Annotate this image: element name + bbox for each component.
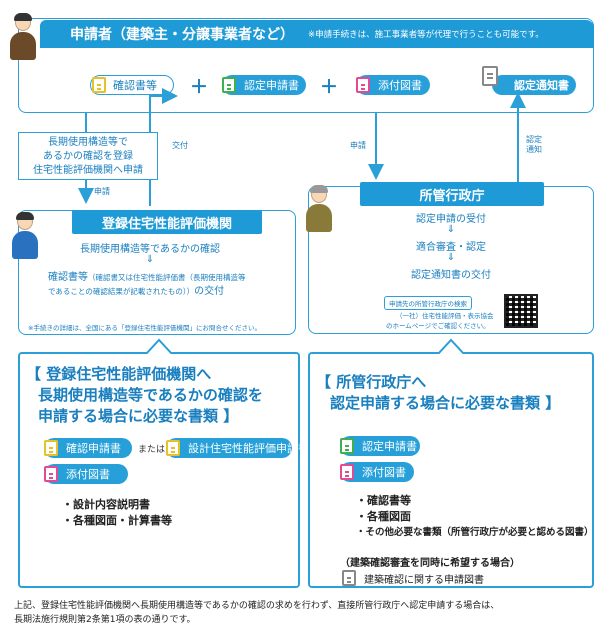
doc-confirm-pill: 確認書等 <box>90 75 174 95</box>
agency-line-1: 長期使用構造等であるかの確認 <box>80 244 220 255</box>
left-req-pill-2-icon <box>166 440 180 456</box>
gov-step-2: 適合審査・認定 <box>416 242 486 253</box>
agency-note: ※手続きの詳細は、全国にある「登録住宅性能評価機関」にお問合せください。 <box>28 324 261 332</box>
agency-title: 登録住宅性能評価機関 <box>101 216 232 232</box>
gov-step-3: 認定通知書の交付 <box>411 270 491 281</box>
gov-header-bar: 所管行政庁 <box>360 182 544 206</box>
left-req-notch <box>145 338 173 354</box>
footer-line-2: 長期法施行規則第2条第1項の表の通りです。 <box>14 615 196 625</box>
agency-person-icon <box>10 212 40 259</box>
right-req-pill-2: 添付図書 <box>340 462 414 482</box>
applicant-person-icon <box>8 13 38 60</box>
right-req-sub-item: 建築確認に関する申請図書 <box>364 575 484 586</box>
gov-arrow-2: ⇓ <box>446 252 456 263</box>
right-req-item-1: ・確認書等 <box>356 494 411 507</box>
doc-confirm-icon <box>92 77 106 93</box>
right-req-item-2: ・各種図面 <box>356 510 411 523</box>
right-req-headline: 【 所管行政庁へ 認定申請する場合に必要な書類 】 <box>316 373 561 412</box>
left-req-pill-1-icon <box>44 440 58 456</box>
doc-tsuchi-icon <box>482 66 498 86</box>
doc-tenpu-icon <box>356 77 370 93</box>
left-flow-line-3: 住宅性能評価機関へ申請 <box>33 165 143 176</box>
doc-nintei-pill: 認定申請書 <box>222 75 306 95</box>
mid-shinsei-label: 申請 <box>350 141 366 150</box>
right-req-item-3: ・その他必要な書類（所管行政庁が必要と認める図書） <box>356 527 594 538</box>
right-req-pill-2-icon <box>340 464 354 480</box>
gov-search-link[interactable]: 申請先の所管行政庁の検索 <box>384 296 472 310</box>
right-req-notch <box>437 338 465 354</box>
left-flow-box: 長期使用構造等で あるかの確認を登録 住宅性能評価機関へ申請 <box>18 132 158 180</box>
nintei-tsuchi-label: 認定 通知 <box>526 135 542 154</box>
left-req-item-1: ・設計内容説明書 <box>62 498 150 511</box>
qr-code-icon[interactable] <box>504 294 538 328</box>
gov-arrow-1: ⇓ <box>446 224 456 235</box>
doc-tsuchi-pill: 認定通知書 <box>492 75 576 95</box>
left-req-pill-2: 設計住宅性能評価申請書 <box>166 438 309 458</box>
agency-line-2-main: 確認書等 <box>48 272 88 283</box>
agency-line-3-paren: であることの確認結果が記載されたもの）） <box>48 287 195 296</box>
right-req-sub-icon <box>342 570 356 586</box>
left-flow-line-1: 長期使用構造等で <box>48 137 128 148</box>
right-req-sub-heading: （建築確認審査を同時に希望する場合） <box>340 558 520 569</box>
gov-search-note-2: のホームページでご確認ください。 <box>386 322 490 330</box>
left-req-headline: 【 登録住宅性能評価機関へ 長期使用構造等であるかの確認を 申請する場合に必要な… <box>26 365 263 425</box>
agency-line-2: 確認書等（確認書又は住宅性能評価書（長期使用構造等 <box>48 268 246 283</box>
left-req-pill-1: 確認申請書 <box>44 438 132 458</box>
applicant-header-bar: 申請者（建築主・分譲事業者など） ※申請手続きは、施工事業者等が代理で行うことも… <box>40 20 594 48</box>
right-req-pill-1: 認定申請書 <box>340 436 420 456</box>
right-req-pill-1-icon <box>340 438 354 454</box>
left-req-pill-3-icon <box>44 466 58 482</box>
footer-line-1: 上記、登録住宅性能評価機関へ長期使用構造等であるかの確認の求めを行わず、直接所管… <box>14 601 500 611</box>
applicant-note: ※申請手続きは、施工事業者等が代理で行うことも可能です。 <box>308 30 544 40</box>
agency-arrow: ⇓ <box>145 254 155 265</box>
left-req-or: または <box>138 445 166 455</box>
left-shinsei-label: 申請 <box>94 187 110 196</box>
koufu-label: 交付 <box>172 141 188 150</box>
plus-1: ＋ <box>190 77 208 98</box>
doc-nintei-icon <box>222 77 236 93</box>
doc-tenpu-pill: 添付図書 <box>356 75 430 95</box>
gov-step-1: 認定申請の受付 <box>416 214 486 225</box>
gov-search-note-1: （一社）住宅性能評価・表示協会 <box>396 312 494 320</box>
left-flow-line-2: あるかの確認を登録 <box>43 151 133 162</box>
gov-person-icon <box>304 185 334 232</box>
left-req-pill-3: 添付図書 <box>44 464 128 484</box>
gov-title: 所管行政庁 <box>419 188 485 204</box>
applicant-title: 申請者（建築主・分譲事業者など） <box>70 27 294 43</box>
plus-2: ＋ <box>320 77 338 98</box>
agency-line-3-tail: の交付 <box>194 286 225 297</box>
agency-line-2-paren: （確認書又は住宅性能評価書（長期使用構造等 <box>88 273 246 282</box>
left-req-item-2: ・各種図面・計算書等 <box>62 514 172 527</box>
agency-line-3: であることの確認結果が記載されたもの））の交付 <box>48 282 224 297</box>
agency-header-bar: 登録住宅性能評価機関 <box>72 210 262 234</box>
